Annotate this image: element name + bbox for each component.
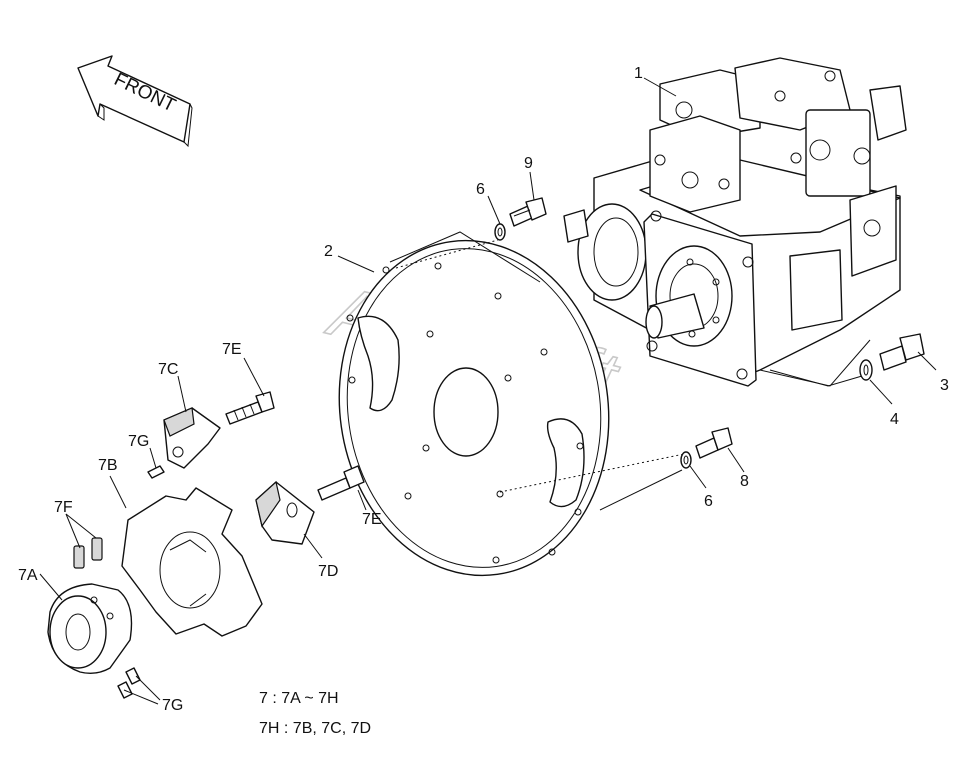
note-line-2: 7H : 7B, 7C, 7D: [259, 720, 372, 737]
callout-7g-lower: 7G: [162, 697, 183, 714]
leader-lines: [39, 77, 937, 705]
callout-7f: 7F: [54, 499, 73, 516]
callout-3: 3: [940, 377, 949, 394]
callout-7d: 7D: [318, 563, 338, 580]
guide-right: [769, 369, 863, 387]
callout-6-upper: 6: [476, 181, 485, 198]
set-screws-7f: [73, 537, 103, 569]
washer-6-upper: [494, 223, 506, 241]
guide-dashed-lower: [499, 453, 685, 493]
callout-1: 1: [634, 65, 643, 82]
flex-element-7b: [121, 487, 263, 637]
hydraulic-pump: [563, 57, 907, 387]
bracket-7c: [163, 407, 221, 469]
bracket-7d: [255, 480, 315, 545]
washer-6-lower: [680, 451, 692, 469]
bolt-9: [509, 197, 547, 227]
bolt-7e-upper: [225, 391, 275, 425]
front-arrow: FRONT: [77, 55, 193, 148]
callout-6-lower: 6: [704, 493, 713, 510]
callout-7g-upper: 7G: [128, 433, 149, 450]
callout-4: 4: [890, 411, 899, 428]
bolt-7e-lower: [317, 465, 365, 501]
note-line-1: 7 : 7A ~ 7H: [259, 690, 339, 707]
callout-2: 2: [324, 243, 333, 260]
callout-9: 9: [524, 155, 533, 172]
flywheel-plate: [338, 239, 610, 577]
callout-7b: 7B: [98, 457, 118, 474]
bolt-8: [695, 427, 733, 459]
callout-7c: 7C: [158, 361, 178, 378]
washer-4: [859, 359, 873, 381]
callout-7e-upper: 7E: [222, 341, 242, 358]
guide-lower: [599, 469, 683, 511]
callout-7a: 7A: [18, 567, 38, 584]
guide-upper: [389, 231, 541, 283]
callout-8: 8: [740, 473, 749, 490]
pins-7g-lower: [117, 667, 141, 699]
callout-7e-lower: 7E: [362, 511, 382, 528]
callout-labels: 1 2 3 4 6 6 7A 7B 7C 7D 7E 7E 7F 7G 7G 8…: [18, 65, 949, 714]
bolt-3: [879, 333, 925, 371]
hub-7a: [47, 583, 133, 675]
